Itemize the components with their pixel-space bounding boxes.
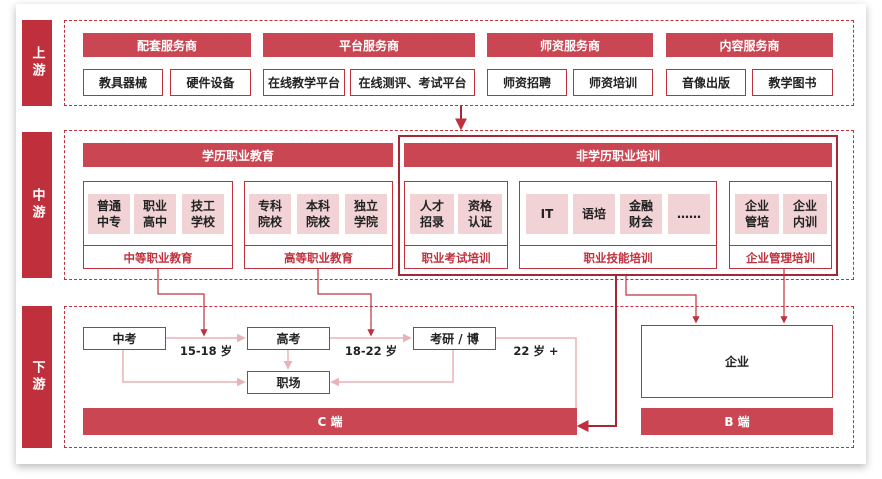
non-academic-title: 非学历职业培训 xyxy=(404,143,832,167)
stage-gaokao: 高考 xyxy=(247,327,330,350)
upstream-item: 在线测评、考试平台 xyxy=(350,69,475,96)
age-range-label: 22 岁 + xyxy=(513,344,559,358)
workplace-box: 职场 xyxy=(247,371,330,394)
upstream-group-title: 内容服务商 xyxy=(666,33,833,57)
upstream-item: 教具器械 xyxy=(83,69,163,96)
upstream-group-title: 师资服务商 xyxy=(487,33,653,57)
layer-downstream-label: 下游 xyxy=(22,306,52,448)
skills-item: 语培 xyxy=(573,194,615,234)
stage-postgrad: 考研 / 博 xyxy=(413,327,496,350)
upstream-item: 在线教学平台 xyxy=(263,69,345,96)
upstream-group-title: 配套服务商 xyxy=(83,33,251,57)
higher-item: 本科 院校 xyxy=(297,194,339,234)
exam-item: 资格 认证 xyxy=(458,194,502,234)
b-end-bar: B 端 xyxy=(641,408,833,435)
higher-vocational-caption: 高等职业教育 xyxy=(244,245,393,269)
downstream-region xyxy=(64,306,854,448)
management-item: 企业 内训 xyxy=(783,194,827,234)
higher-item: 专科 院校 xyxy=(249,194,291,234)
academic-vocational-title: 学历职业教育 xyxy=(83,143,393,167)
upstream-region xyxy=(64,20,854,106)
age-range-label: 15-18 岁 xyxy=(179,344,233,358)
age-range-label: 18-22 岁 xyxy=(344,344,398,358)
industry-chain-diagram: 上游 中游 下游 配套服务商 教具器械 硬件设备 平台服务商 在线教学平台 在线… xyxy=(16,4,866,464)
upstream-group-title: 平台服务商 xyxy=(263,33,475,57)
layer-upstream-label: 上游 xyxy=(22,20,52,106)
secondary-vocational-caption: 中等职业教育 xyxy=(83,245,233,269)
c-end-bar: C 端 xyxy=(83,408,577,435)
skills-item: 金融 财会 xyxy=(620,194,662,234)
upstream-item: 硬件设备 xyxy=(170,69,251,96)
higher-item: 独立 学院 xyxy=(345,194,387,234)
enterprise-box: 企业 xyxy=(641,325,833,398)
exam-item: 人才 招录 xyxy=(410,194,454,234)
skills-item: IT xyxy=(526,194,568,234)
midstream-region xyxy=(64,130,854,280)
secondary-item: 职业 高中 xyxy=(134,194,176,234)
secondary-item: 技工 学校 xyxy=(182,194,224,234)
management-training-caption: 企业管理培训 xyxy=(729,245,832,269)
upstream-item: 师资招聘 xyxy=(487,69,567,96)
upstream-item: 师资培训 xyxy=(573,69,653,96)
upstream-item: 音像出版 xyxy=(666,69,746,96)
layer-midstream-label: 中游 xyxy=(22,132,52,278)
upstream-item: 教学图书 xyxy=(752,69,833,96)
stage-zhongkao: 中考 xyxy=(83,327,166,350)
non-academic-frame xyxy=(398,135,838,276)
skills-training-caption: 职业技能培训 xyxy=(519,245,717,269)
secondary-item: 普通 中专 xyxy=(88,194,130,234)
exam-training-caption: 职业考试培训 xyxy=(404,245,508,269)
connector-lines xyxy=(122,106,788,432)
skills-item: …… xyxy=(668,194,710,234)
management-item: 企业 管培 xyxy=(735,194,779,234)
